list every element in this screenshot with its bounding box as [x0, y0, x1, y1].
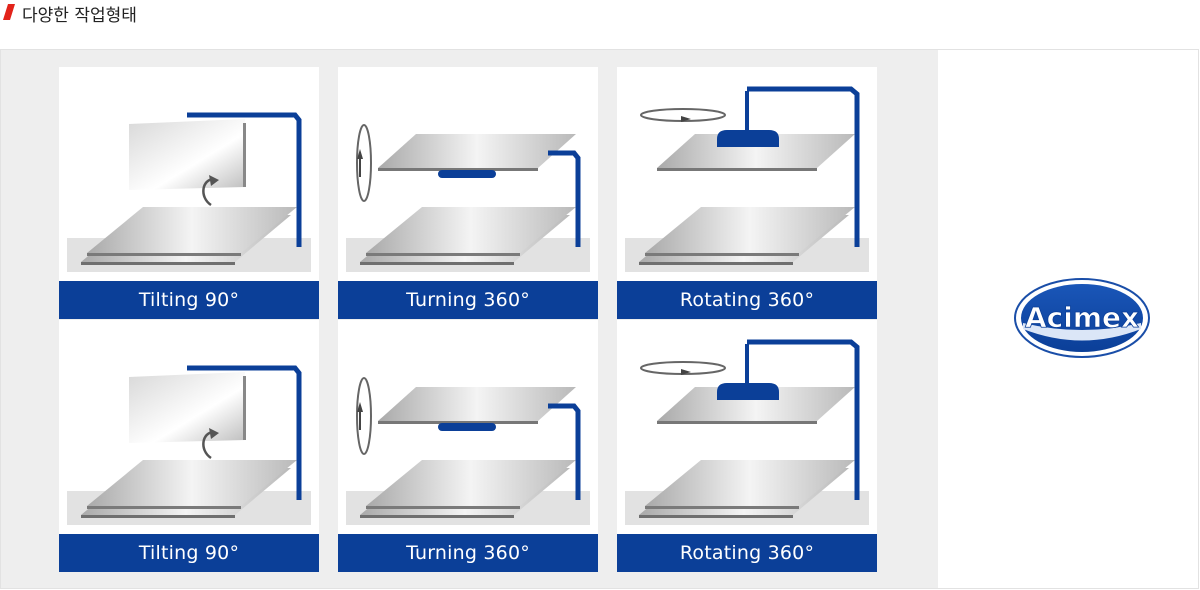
section-title: 다양한 작업형태	[22, 6, 137, 26]
card-turning: Turning 360°	[338, 67, 598, 319]
card-label: Tilting 90°	[59, 281, 319, 319]
tilting-illustration	[67, 365, 311, 525]
red-slash-icon	[3, 4, 15, 20]
turning-illustration	[346, 124, 590, 272]
card-label: Rotating 360°	[617, 534, 877, 572]
card-tilting: Tilting 90°	[59, 320, 319, 572]
rotating-illustration	[625, 339, 869, 525]
card-rotating: Rotating 360°	[617, 67, 877, 319]
card-rotating: Rotating 360°	[617, 320, 877, 572]
card-label: Turning 360°	[338, 281, 598, 319]
card-tilting: Tilting 90°	[59, 67, 319, 319]
acimex-logo: Acimex	[1014, 278, 1150, 358]
turning-illustration	[346, 377, 590, 525]
content-panel: Tilting 90° Turning 360°	[0, 49, 1199, 589]
card-label: Tilting 90°	[59, 534, 319, 572]
card-turning: Turning 360°	[338, 320, 598, 572]
card-label: Rotating 360°	[617, 281, 877, 319]
card-label: Turning 360°	[338, 534, 598, 572]
tilting-illustration	[67, 112, 311, 272]
rotating-illustration	[625, 86, 869, 272]
logo-text: Acimex	[1025, 301, 1139, 334]
